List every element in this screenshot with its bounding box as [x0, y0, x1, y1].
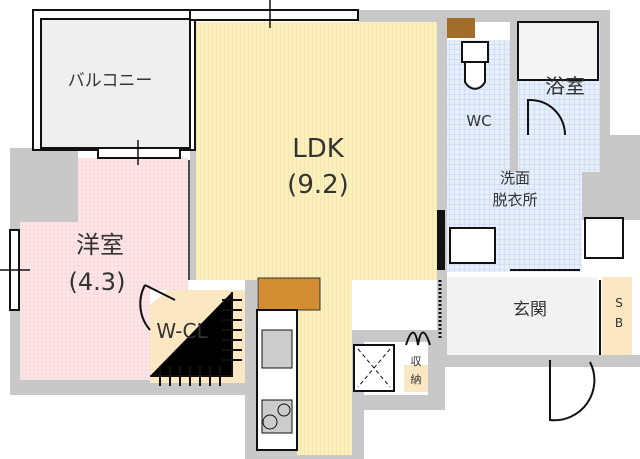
label-washroom-2: 脱衣所 — [492, 191, 537, 209]
label-sb-1: S — [615, 296, 623, 310]
top-window — [189, 9, 359, 21]
label-entrance: 玄関 — [513, 300, 547, 320]
label-wcl: W-CL — [156, 319, 208, 343]
label-ldk-size: (9.2) — [287, 170, 349, 200]
bath-door[interactable] — [527, 98, 567, 136]
label-ldk: LDK — [292, 134, 345, 164]
entrance-floor — [447, 277, 597, 355]
ldk-floor — [196, 22, 437, 455]
balcony-window — [97, 147, 181, 159]
kitchen-cabinet — [257, 277, 321, 311]
label-storage-2: 納 — [411, 373, 422, 386]
storage-floor — [404, 365, 428, 392]
label-balcony: バルコニー — [68, 71, 153, 91]
label-western-room: 洋室 — [76, 231, 124, 259]
washing-machine-icon — [584, 217, 624, 259]
hanger-rail — [150, 292, 242, 386]
closet-door[interactable] — [139, 284, 176, 331]
sink-icon — [261, 329, 293, 369]
shelf — [447, 18, 475, 38]
label-wc: WC — [466, 112, 491, 130]
toilet-icon — [461, 41, 489, 90]
sliding-door[interactable] — [437, 210, 445, 270]
bathtub-icon — [517, 21, 599, 81]
entrance-door[interactable] — [549, 360, 596, 422]
shoe-box — [602, 277, 632, 355]
label-bath: 浴室 — [545, 74, 585, 98]
label-sb-2: B — [615, 316, 623, 330]
balcony — [40, 18, 191, 149]
label-storage-1: 収 — [411, 355, 422, 368]
stove-icon — [261, 399, 293, 434]
label-western-size: (4.3) — [69, 268, 126, 296]
label-washroom-1: 洗面 — [500, 169, 530, 187]
storage-door[interactable] — [405, 331, 431, 346]
washbasin-icon — [449, 227, 496, 264]
